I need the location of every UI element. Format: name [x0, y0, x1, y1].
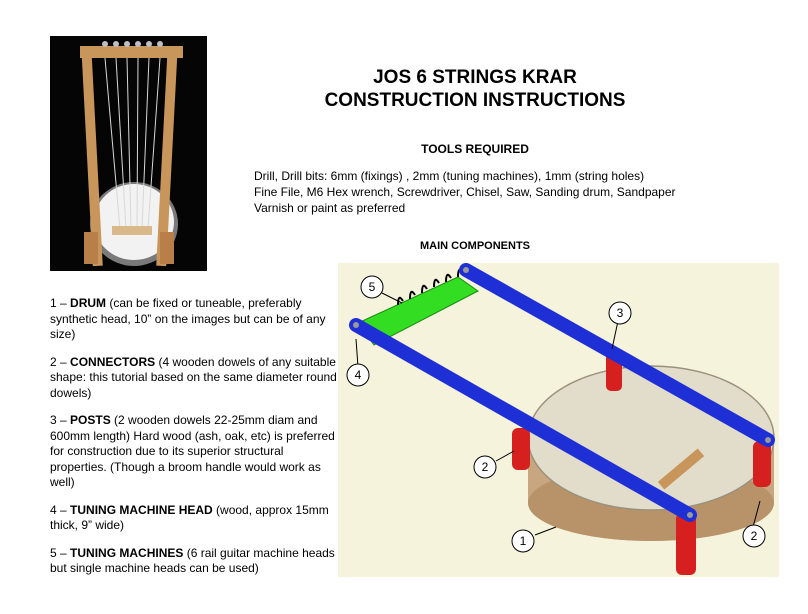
component-desc: (4 wooden dowels of any suitable shape: …	[50, 354, 337, 400]
component-number: 1	[50, 296, 57, 310]
photo-strings	[104, 57, 161, 230]
connector-front	[676, 513, 696, 575]
component-item: 3 – POSTS (2 wooden dowels 22-25mm diam …	[50, 413, 340, 491]
connector-right	[753, 441, 771, 487]
post-fixing	[353, 322, 359, 328]
component-number: 4	[50, 502, 57, 517]
krar-photo-illustration	[80, 41, 183, 267]
component-item: 5 – TUNING MACHINES (6 rail guitar machi…	[50, 546, 340, 577]
component-separator: –	[56, 296, 71, 310]
component-number: 2	[50, 354, 57, 369]
post-right	[459, 263, 775, 447]
photo-right-post	[156, 47, 178, 267]
bridge	[657, 448, 705, 490]
component-separator: –	[56, 413, 71, 427]
photo-left-post	[81, 47, 103, 267]
components-diagram-svg: 5 3 4 2 1 2	[346, 263, 775, 575]
component-desc: (2 wooden dowels 22-25mm diam and 600mm …	[50, 413, 335, 489]
post-left	[349, 318, 697, 522]
tools-list: Drill, Drill bits: 6mm (fixings) , 2mm (…	[254, 168, 774, 216]
callout-label: 5	[369, 280, 376, 294]
page-title: JOS 6 STRINGS KRAR CONSTRUCTION INSTRUCT…	[250, 66, 700, 112]
callout-1: 1	[511, 529, 535, 553]
callout-circle	[473, 455, 497, 479]
component-desc: (can be fixed or tuneable, preferably sy…	[50, 296, 326, 341]
callout-4: 4	[346, 363, 370, 387]
tools-line: Varnish or paint as preferred	[254, 201, 406, 215]
component-number: 5	[50, 545, 57, 560]
callout-5: 5	[360, 275, 384, 299]
tools-heading: TOOLS REQUIRED	[421, 142, 529, 156]
callout-2-right: 2	[742, 524, 766, 548]
callout-label: 1	[520, 534, 527, 548]
callout-leaders	[355, 292, 761, 536]
photo-tuning-head	[80, 46, 183, 58]
components-diagram: 5 3 4 2 1 2	[338, 263, 779, 577]
component-separator: –	[56, 502, 71, 517]
callout-2-left: 2	[473, 455, 497, 479]
post-fixing	[687, 512, 693, 518]
component-name: DRUM	[70, 296, 107, 310]
krar-photo	[50, 36, 207, 271]
component-separator: –	[56, 354, 71, 369]
main-components-heading: MAIN COMPONENTS	[420, 240, 530, 252]
component-name: TUNING MACHINES	[70, 545, 184, 560]
connector-left	[512, 428, 530, 470]
photo-drum-head	[94, 184, 174, 260]
component-name: POSTS	[70, 413, 111, 427]
photo-tuning-machines	[102, 41, 163, 47]
photo-left-connector	[84, 232, 98, 264]
component-name: CONNECTORS	[70, 354, 156, 369]
callout-circle	[346, 363, 370, 387]
callout-label: 2	[751, 529, 758, 543]
component-number: 3	[50, 413, 57, 427]
callout-circle	[742, 524, 766, 548]
post-fixing	[765, 437, 771, 443]
callout-circle	[608, 301, 632, 325]
post-fixing	[463, 267, 469, 273]
tools-line: Fine File, M6 Hex wrench, Screwdriver, C…	[254, 185, 676, 199]
component-item: 4 – TUNING MACHINE HEAD (wood, approx 15…	[50, 503, 340, 534]
callout-label: 4	[355, 368, 362, 382]
component-item: 2 – CONNECTORS (4 wooden dowels of any s…	[50, 355, 340, 402]
photo-right-connector	[160, 232, 174, 264]
component-separator: –	[56, 545, 71, 560]
callout-circle	[511, 529, 535, 553]
callout-label: 2	[482, 460, 489, 474]
title-line-2: CONSTRUCTION INSTRUCTIONS	[324, 90, 626, 111]
component-desc: (wood, approx 15mm thick, 9” wide)	[50, 502, 329, 533]
tools-line: Drill, Drill bits: 6mm (fixings) , 2mm (…	[254, 169, 645, 183]
title-line-1: JOS 6 STRINGS KRAR	[373, 67, 577, 88]
components-list: 1 – DRUM (can be fixed or tuneable, pref…	[50, 296, 340, 589]
component-desc: (6 rail guitar machine heads but single …	[50, 545, 335, 576]
callout-label: 3	[617, 306, 624, 320]
component-item: 1 – DRUM (can be fixed or tuneable, pref…	[50, 296, 340, 343]
callout-circle	[360, 275, 384, 299]
component-name: TUNING MACHINE HEAD	[70, 502, 213, 517]
callout-3: 3	[608, 301, 632, 325]
photo-bridge	[112, 226, 152, 235]
